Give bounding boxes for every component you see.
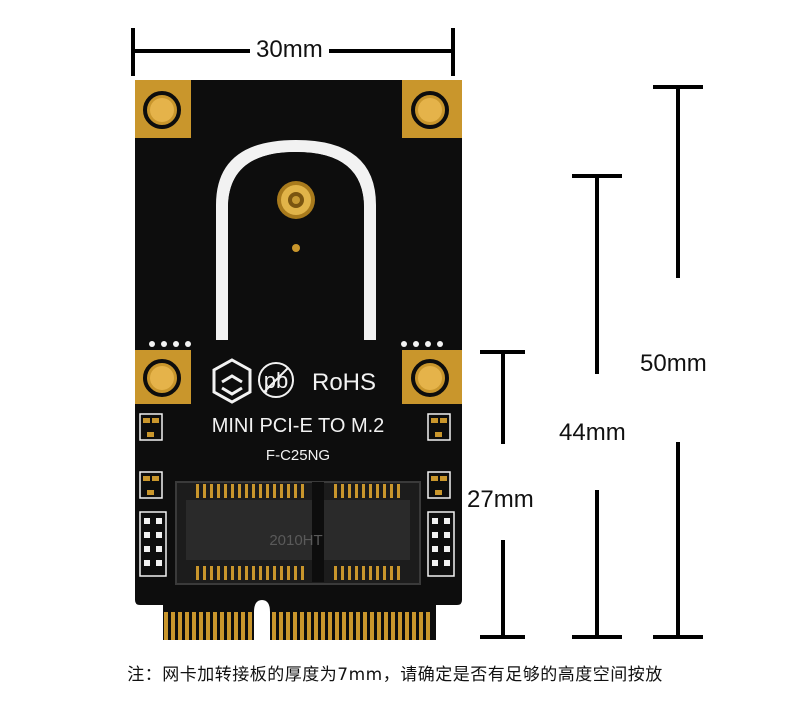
- mount-pad-top-left: [135, 80, 191, 138]
- small-via: [292, 244, 300, 252]
- board-model: F-C25NG: [266, 447, 330, 464]
- edge-fingers-left: [164, 612, 252, 640]
- silk-dots: [149, 341, 443, 347]
- connector-pins-top: [196, 484, 400, 498]
- width-label: 30mm: [250, 38, 329, 62]
- thickness-note: 注：网卡加转接板的厚度为7mm，请确定是否有足够的高度空间按放: [127, 665, 663, 685]
- pb-label: pb: [264, 368, 288, 393]
- height-44-dimension: [572, 174, 622, 639]
- resistor-array-right: [427, 511, 455, 577]
- mount-pad-mid-right: [402, 350, 462, 404]
- height-27-label: 27mm: [467, 486, 534, 513]
- mount-pad-mid-left: [135, 350, 191, 404]
- lead-free-icon: pb: [258, 362, 294, 398]
- height-50-dimension: [653, 85, 703, 639]
- m2-connector: 2010HT: [175, 481, 421, 585]
- board-title: MINI PCI-E TO M.2: [212, 415, 385, 437]
- connector-pins-bottom: [196, 566, 400, 580]
- brass-standoff: [277, 181, 315, 219]
- smd-components-left: [139, 413, 163, 499]
- resistor-array-left: [139, 511, 167, 577]
- antenna-slot-outline: [216, 140, 376, 340]
- smd-components-right: [427, 413, 451, 499]
- edge-fingers-right: [272, 612, 430, 640]
- brand-logo-icon: [212, 358, 252, 404]
- connector-marking: 2010HT: [269, 532, 322, 549]
- height-27-dimension: [480, 350, 525, 639]
- height-50-label: 50mm: [640, 350, 707, 377]
- rohs-label: RoHS: [312, 369, 376, 396]
- mount-pad-top-right: [402, 80, 462, 138]
- height-44-label: 44mm: [559, 419, 626, 446]
